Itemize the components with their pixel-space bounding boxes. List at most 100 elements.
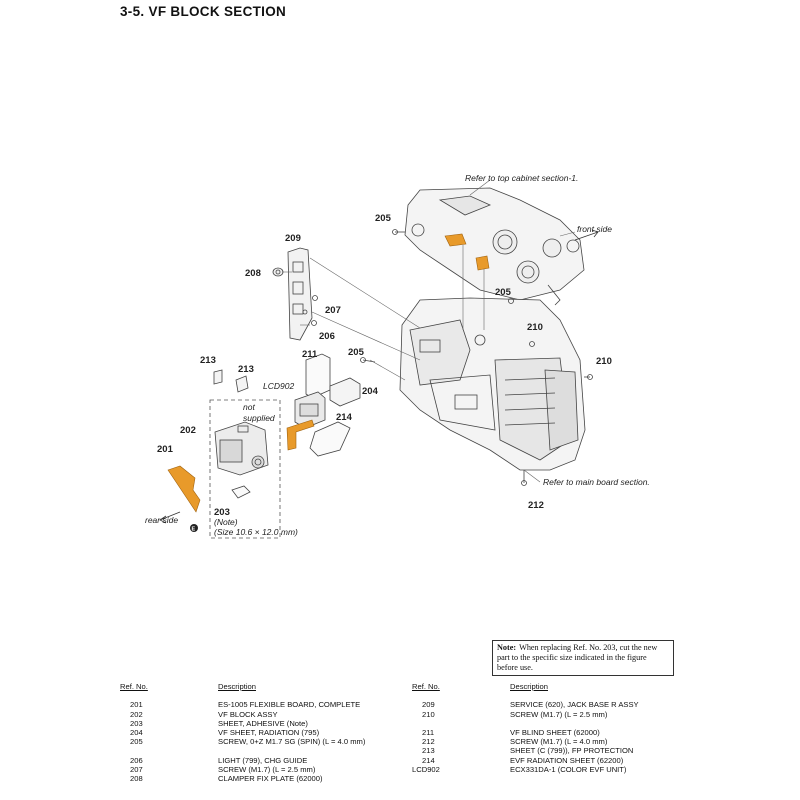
callout-205-right: 205 [495,287,512,298]
part-desc: SERVICE (620), JACK BASE R ASSY [510,700,639,710]
leader-lines [282,179,576,483]
part-ref: 201 [130,700,143,710]
flex-cable-top [444,233,467,247]
part-row: 208 CLAMPER FIX PLATE (62000) [120,774,365,783]
callout-205-top: 205 [375,213,392,224]
parts-header-left: Ref. No. Description [120,682,365,691]
callout-214: 214 [336,412,353,423]
description-header: Description [218,682,256,691]
part-desc: SCREW, 0+Z M1.7 SG (SPIN) (L = 4.0 mm) [218,737,366,747]
callout-207: 207 [325,305,341,316]
note-label: Note: [497,643,517,652]
evf-radiation-sheet-214 [309,421,351,457]
part-ref: 208 [130,774,143,784]
callout-213-right: 213 [238,364,254,375]
part-ref: 213 [422,746,435,756]
part-desc: SCREW (M1.7) (L = 2.5 mm) [510,709,608,719]
rear-side-label: rear side [145,515,178,525]
part-ref: 212 [422,737,435,747]
callout-213-left: 213 [200,355,216,366]
vf-blind-sheet-211 [305,353,331,399]
part-ref: 202 [130,709,143,719]
description-header: Description [510,682,548,691]
parts-table-right: Ref. No. Description 209 SERVICE (620), JA… [412,682,639,774]
callout-209: 209 [285,233,301,244]
main-board-ref: Refer to main board section. [543,477,650,487]
ref-no-header: Ref. No. [120,682,148,691]
callout-210-right: 210 [596,356,612,367]
connector-marker-e [190,524,198,532]
part-desc: SHEET, ADHESIVE (Note) [218,718,308,728]
parts-header-right: Ref. No. Description [412,682,639,691]
part-row: 202 VF BLOCK ASSY [120,710,365,719]
front-side-arrow [574,229,599,241]
part-ref: 210 [422,709,435,719]
replacement-note: Note:When replacing Ref. No. 203, cut th… [492,640,674,676]
part-ref: 207 [130,765,143,775]
top-cabinet [404,187,585,306]
front-side-label: front side [577,224,612,234]
part-desc: SCREW (M1.7) (L = 2.5 mm) [218,765,316,775]
jack-base-209 [287,247,313,341]
part-ref: LCD902 [412,765,440,775]
part-desc: LIGHT (799), CHG GUIDE [218,755,308,765]
part-row: 201 ES-1005 FLEXIBLE BOARD, COMPLETE [120,700,365,709]
part-desc: VF BLOCK ASSY [218,709,278,719]
callout-202: 202 [180,425,196,436]
part-ref: 204 [130,728,143,738]
callout-201: 201 [157,444,174,455]
flex-cable-lcd [286,419,315,451]
callout-208: 208 [245,268,261,279]
fp-protection-sheets-213 [213,369,249,393]
flex-cable-mid [475,255,490,271]
part-desc: ES-1005 FLEXIBLE BOARD, COMPLETE [218,700,361,710]
marker-e-label: E [192,527,196,533]
callout-205-left: 205 [348,347,365,358]
part-desc: ECX331DA-1 (COLOR EVF UNIT) [510,765,627,775]
part-row: 204 VF SHEET, RADIATION (795) [120,728,365,737]
part-row: 209 SERVICE (620), JACK BASE R ASSY [412,700,639,709]
part-row: 214 EVF RADIATION SHEET (62200) [412,756,639,765]
vf-block-202 [214,421,269,476]
part-row: 211 VF BLIND SHEET (62000) [412,728,639,737]
ref-no-header: Ref. No. [412,682,440,691]
part-ref: 209 [422,700,435,710]
part-desc: EVF RADIATION SHEET (62200) [510,755,624,765]
top-cabinet-ref: Refer to top cabinet section-1. [465,173,578,183]
callout-212: 212 [528,500,544,511]
part-row: 210 SCREW (M1.7) (L = 2.5 mm) [412,710,639,719]
part-row: 213 SHEET (C (799)), FP PROTECTION [412,746,639,755]
screws [311,229,593,486]
callout-204: 204 [362,386,379,397]
callout-lcd902: LCD902 [263,381,294,391]
vf-radiation-sheet-204 [329,377,361,407]
part-row: 212 SCREW (M1.7) (L = 4.0 mm) [412,737,639,746]
adhesive-sheet-203 [231,485,251,499]
part-desc: SCREW (M1.7) (L = 4.0 mm) [510,737,608,747]
part-row: LCD902 ECX331DA-1 (COLOR EVF UNIT) [412,765,639,774]
part-ref: 203 [130,718,143,728]
size-label: (Size 10.6 × 12.0 mm) [214,527,298,537]
part-row: 206 LIGHT (799), CHG GUIDE [120,756,365,765]
part-ref: 206 [130,755,143,765]
part-desc: VF BLIND SHEET (62000) [510,727,600,737]
note-ref-label: (Note) [214,517,238,527]
not-supplied-2: supplied [243,413,275,423]
parts-table-left: Ref. No. Description 201 ES-1005 FLEXIBLE … [120,682,365,784]
clamper-plate-208 [272,267,284,277]
part-ref: 214 [422,755,435,765]
not-supplied-1: not [243,402,255,412]
callout-203: 203 [214,507,230,518]
part-desc: CLAMPER FIX PLATE (62000) [218,774,323,784]
part-ref: 211 [422,727,435,737]
rear-side-arrow [159,511,181,524]
part-row: 207 SCREW (M1.7) (L = 2.5 mm) [120,765,365,774]
part-desc: VF SHEET, RADIATION (795) [218,728,320,738]
callout-206: 206 [319,331,335,342]
part-desc: SHEET (C (799)), FP PROTECTION [510,746,634,756]
lcd902-evf-unit [294,391,326,429]
note-text: When replacing Ref. No. 203, cut the new… [497,643,658,672]
part-row: 203 SHEET, ADHESIVE (Note) [120,719,365,728]
